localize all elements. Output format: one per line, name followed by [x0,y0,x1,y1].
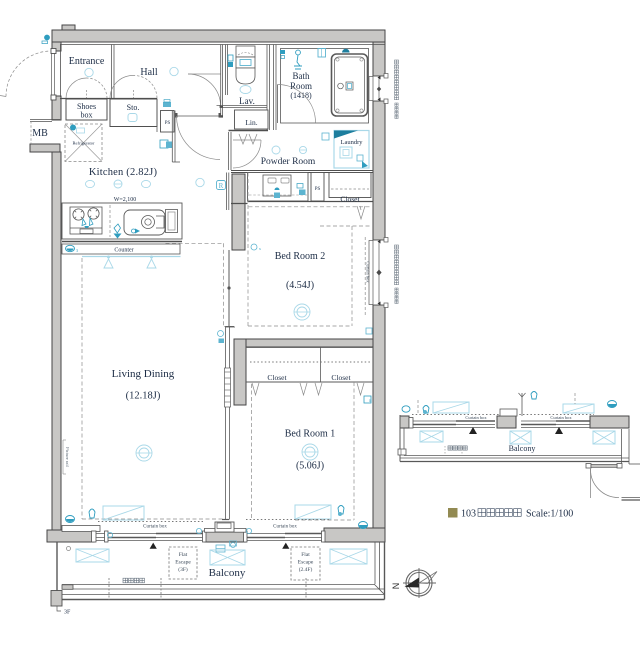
svg-text:Balcony: Balcony [209,567,246,579]
svg-text:(12.18J): (12.18J) [126,391,161,402]
svg-text:Powder Room: Powder Room [261,157,316,167]
svg-text:Curtain box: Curtain box [143,525,167,530]
svg-text:Curtain box: Curtain box [273,525,297,530]
svg-text:Lin.: Lin. [245,118,257,127]
svg-text:Bed Room 2: Bed Room 2 [275,251,326,262]
svg-text:Picture rail: Picture rail [65,447,70,468]
svg-text:N: N [391,583,401,590]
svg-text:Entrance: Entrance [69,56,105,67]
svg-text:(1418): (1418) [290,91,312,100]
svg-text:Living Dining: Living Dining [112,368,175,380]
svg-text:(2.4F): (2.4F) [299,566,313,573]
svg-text:R: R [219,182,224,190]
svg-text:Laundry: Laundry [340,139,363,146]
svg-text:Kitchen (2.82J): Kitchen (2.82J) [89,167,158,178]
svg-text:Escape: Escape [298,560,314,566]
svg-text:Shoes: Shoes [77,102,96,111]
svg-text:Closet: Closet [331,373,351,382]
svg-text:s: s [259,246,261,251]
svg-text:Hall: Hall [140,67,157,78]
svg-text:(4.54J): (4.54J) [286,280,314,291]
svg-text:Closet: Closet [340,195,360,204]
svg-text:Flat: Flat [301,552,310,558]
svg-text:MB: MB [32,128,48,139]
svg-text:103: 103 [461,509,476,520]
svg-text:Escape: Escape [175,560,191,566]
svg-text:Counter: Counter [114,248,133,254]
svg-text:3: 3 [76,248,78,253]
svg-text:Curtain box: Curtain box [550,415,572,420]
svg-text:Lav.: Lav. [239,96,255,106]
svg-text:PS: PS [165,121,171,126]
svg-text:W=2,100: W=2,100 [114,197,137,203]
svg-text:(3F): (3F) [178,566,188,573]
svg-text:Flat: Flat [179,552,188,558]
svg-text:Closet: Closet [267,373,287,382]
svg-text:(5.06J): (5.06J) [296,461,324,472]
svg-text:Room: Room [290,81,312,91]
svg-text:Refrigerator: Refrigerator [73,141,95,146]
svg-text:PS: PS [315,187,321,192]
svg-text:Sto.: Sto. [127,103,140,112]
svg-text:Bath: Bath [293,71,310,81]
svg-text:3F: 3F [64,610,71,616]
svg-text:Balcony: Balcony [509,444,536,453]
svg-text:5: 5 [369,398,372,403]
svg-text:box: box [81,111,93,120]
svg-text:Scale:1/100: Scale:1/100 [526,509,573,520]
svg-text:Curtain box: Curtain box [366,261,371,283]
svg-text:Bed Room 1: Bed Room 1 [285,429,336,440]
svg-text:Curtain box: Curtain box [465,415,487,420]
